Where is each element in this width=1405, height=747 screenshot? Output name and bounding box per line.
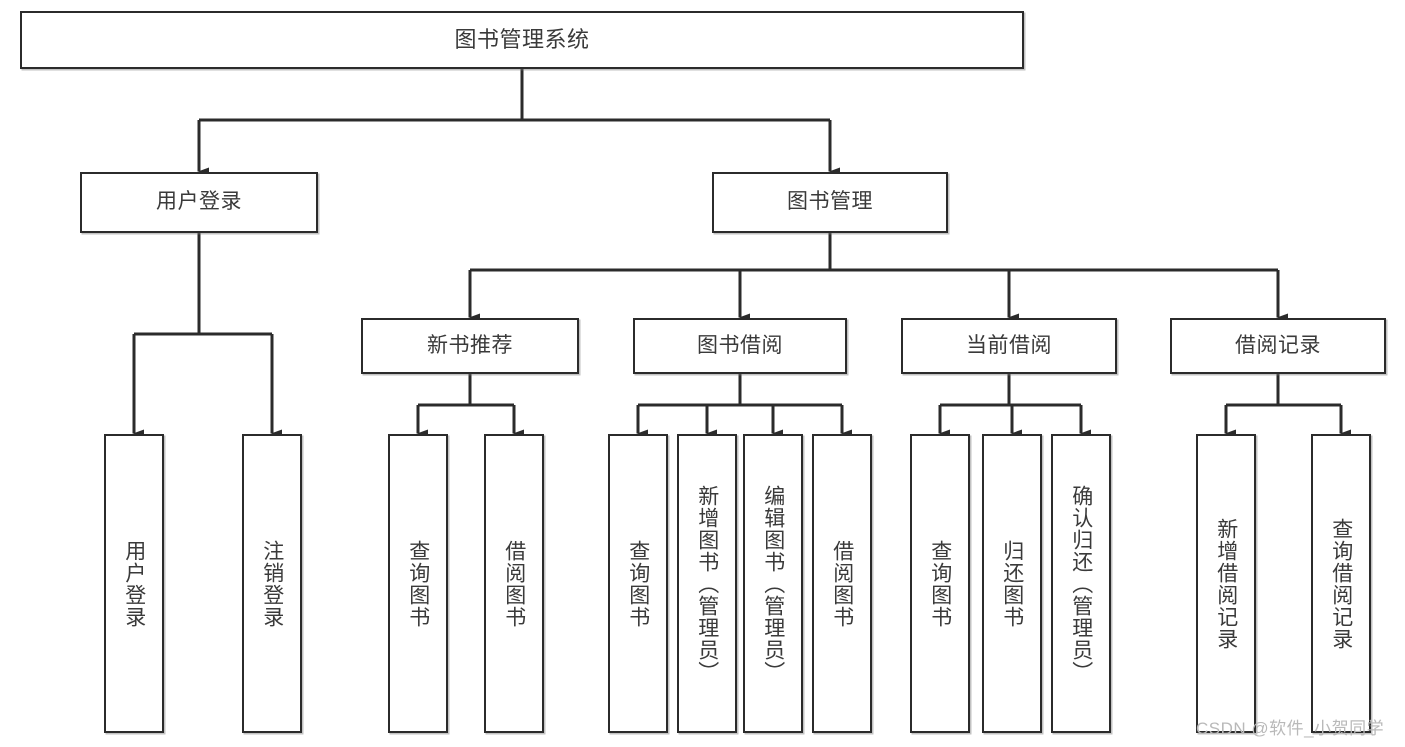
node-label-leaf-query-book-1: 查询图书 <box>406 539 430 628</box>
watermark-label: CSDN @软件_小贺同学 <box>1196 719 1385 738</box>
node-leaf-confirm-ret[interactable]: 确认归还（管理员） <box>1051 434 1111 733</box>
node-leaf-query-book-3[interactable]: 查询图书 <box>910 434 970 733</box>
node-leaf-add-record[interactable]: 新增借阅记录 <box>1196 434 1256 733</box>
node-leaf-return-book[interactable]: 归还图书 <box>982 434 1042 733</box>
node-label-book-borrow: 图书借阅 <box>697 333 783 357</box>
node-leaf-user-logout[interactable]: 注销登录 <box>242 434 302 733</box>
node-book-manage[interactable]: 图书管理 <box>712 172 948 233</box>
node-borrow-record[interactable]: 借阅记录 <box>1170 318 1386 374</box>
node-label-new-book-rec: 新书推荐 <box>427 333 513 357</box>
node-leaf-query-book-1[interactable]: 查询图书 <box>388 434 448 733</box>
node-label-leaf-return-book: 归还图书 <box>1000 539 1024 628</box>
node-leaf-add-book[interactable]: 新增图书（管理员） <box>677 434 737 733</box>
node-leaf-edit-book[interactable]: 编辑图书（管理员） <box>743 434 803 733</box>
node-label-leaf-query-book-2: 查询图书 <box>626 539 650 628</box>
node-label-leaf-user-login: 用户登录 <box>122 539 146 628</box>
node-label-borrow-record: 借阅记录 <box>1235 333 1321 357</box>
node-label-user-login: 用户登录 <box>156 190 242 214</box>
node-leaf-query-book-2[interactable]: 查询图书 <box>608 434 668 733</box>
node-label-root: 图书管理系统 <box>454 27 590 53</box>
node-user-login[interactable]: 用户登录 <box>80 172 318 233</box>
node-new-book-rec[interactable]: 新书推荐 <box>361 318 579 374</box>
node-root[interactable]: 图书管理系统 <box>20 11 1024 69</box>
node-label-leaf-query-record: 查询借阅记录 <box>1329 517 1353 650</box>
node-label-leaf-confirm-ret: 确认归还（管理员） <box>1069 484 1093 683</box>
node-label-leaf-query-book-3: 查询图书 <box>928 539 952 628</box>
node-label-book-manage: 图书管理 <box>787 190 873 214</box>
node-label-current-borrow: 当前借阅 <box>966 333 1052 357</box>
node-leaf-borrow-book-1[interactable]: 借阅图书 <box>484 434 544 733</box>
node-current-borrow[interactable]: 当前借阅 <box>901 318 1117 374</box>
node-label-leaf-borrow-book-2: 借阅图书 <box>830 539 854 628</box>
node-leaf-user-login[interactable]: 用户登录 <box>104 434 164 733</box>
node-label-leaf-edit-book: 编辑图书（管理员） <box>761 484 785 683</box>
node-leaf-query-record[interactable]: 查询借阅记录 <box>1311 434 1371 733</box>
node-label-leaf-add-record: 新增借阅记录 <box>1214 517 1238 650</box>
node-leaf-borrow-book-2[interactable]: 借阅图书 <box>812 434 872 733</box>
node-label-leaf-user-logout: 注销登录 <box>260 539 284 628</box>
node-label-leaf-add-book: 新增图书（管理员） <box>695 484 719 683</box>
node-book-borrow[interactable]: 图书借阅 <box>633 318 847 374</box>
node-label-leaf-borrow-book-1: 借阅图书 <box>502 539 526 628</box>
